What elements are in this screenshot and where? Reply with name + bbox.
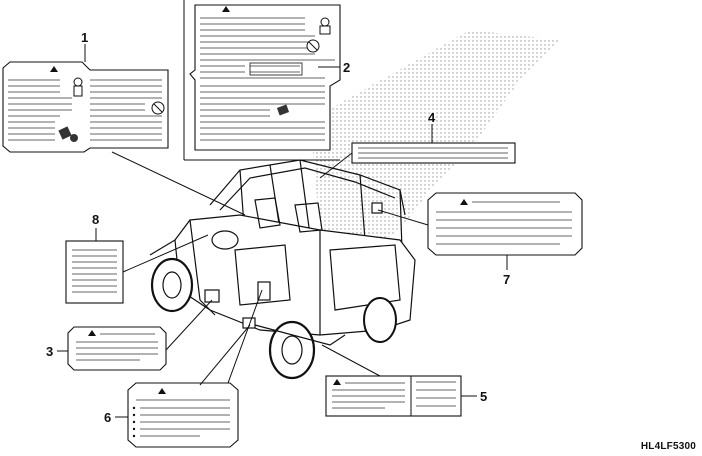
callout-4: 4 xyxy=(428,110,436,125)
leader-lines xyxy=(57,44,508,418)
rollover-icon xyxy=(58,126,78,142)
utv-vehicle-illustration xyxy=(149,159,416,380)
warning-triangle-icon xyxy=(158,388,166,394)
warning-label-5 xyxy=(325,375,462,417)
diagram-code: HL4LF5300 xyxy=(640,441,696,452)
warning-triangle-icon xyxy=(50,66,58,72)
warning-label-1 xyxy=(2,61,169,153)
callout-1: 1 xyxy=(81,30,88,45)
warning-label-6 xyxy=(127,382,239,448)
warning-triangle-icon xyxy=(88,330,96,336)
callout-2: 2 xyxy=(343,60,350,75)
warning-label-8 xyxy=(65,240,124,304)
no-passenger-icon xyxy=(306,39,320,53)
warning-triangle-icon xyxy=(333,379,341,385)
callout-7: 7 xyxy=(503,272,510,287)
helmet-rider-icon xyxy=(73,77,83,97)
warning-label-2 xyxy=(189,4,341,151)
no-passenger-icon xyxy=(151,101,165,115)
callout-3: 3 xyxy=(46,344,53,359)
warning-label-3 xyxy=(67,326,167,371)
callout-5: 5 xyxy=(480,389,487,404)
warning-label-7 xyxy=(427,192,583,256)
warning-triangle-icon xyxy=(460,199,468,205)
warning-label-4 xyxy=(351,142,516,164)
callout-8: 8 xyxy=(92,212,99,227)
seatbelt-icon xyxy=(319,17,331,35)
warning-triangle-icon xyxy=(222,6,230,12)
callout-numbers: 1 2 3 4 5 6 7 8 xyxy=(46,30,510,425)
rollover-icon xyxy=(276,104,290,116)
callout-6: 6 xyxy=(104,410,111,425)
